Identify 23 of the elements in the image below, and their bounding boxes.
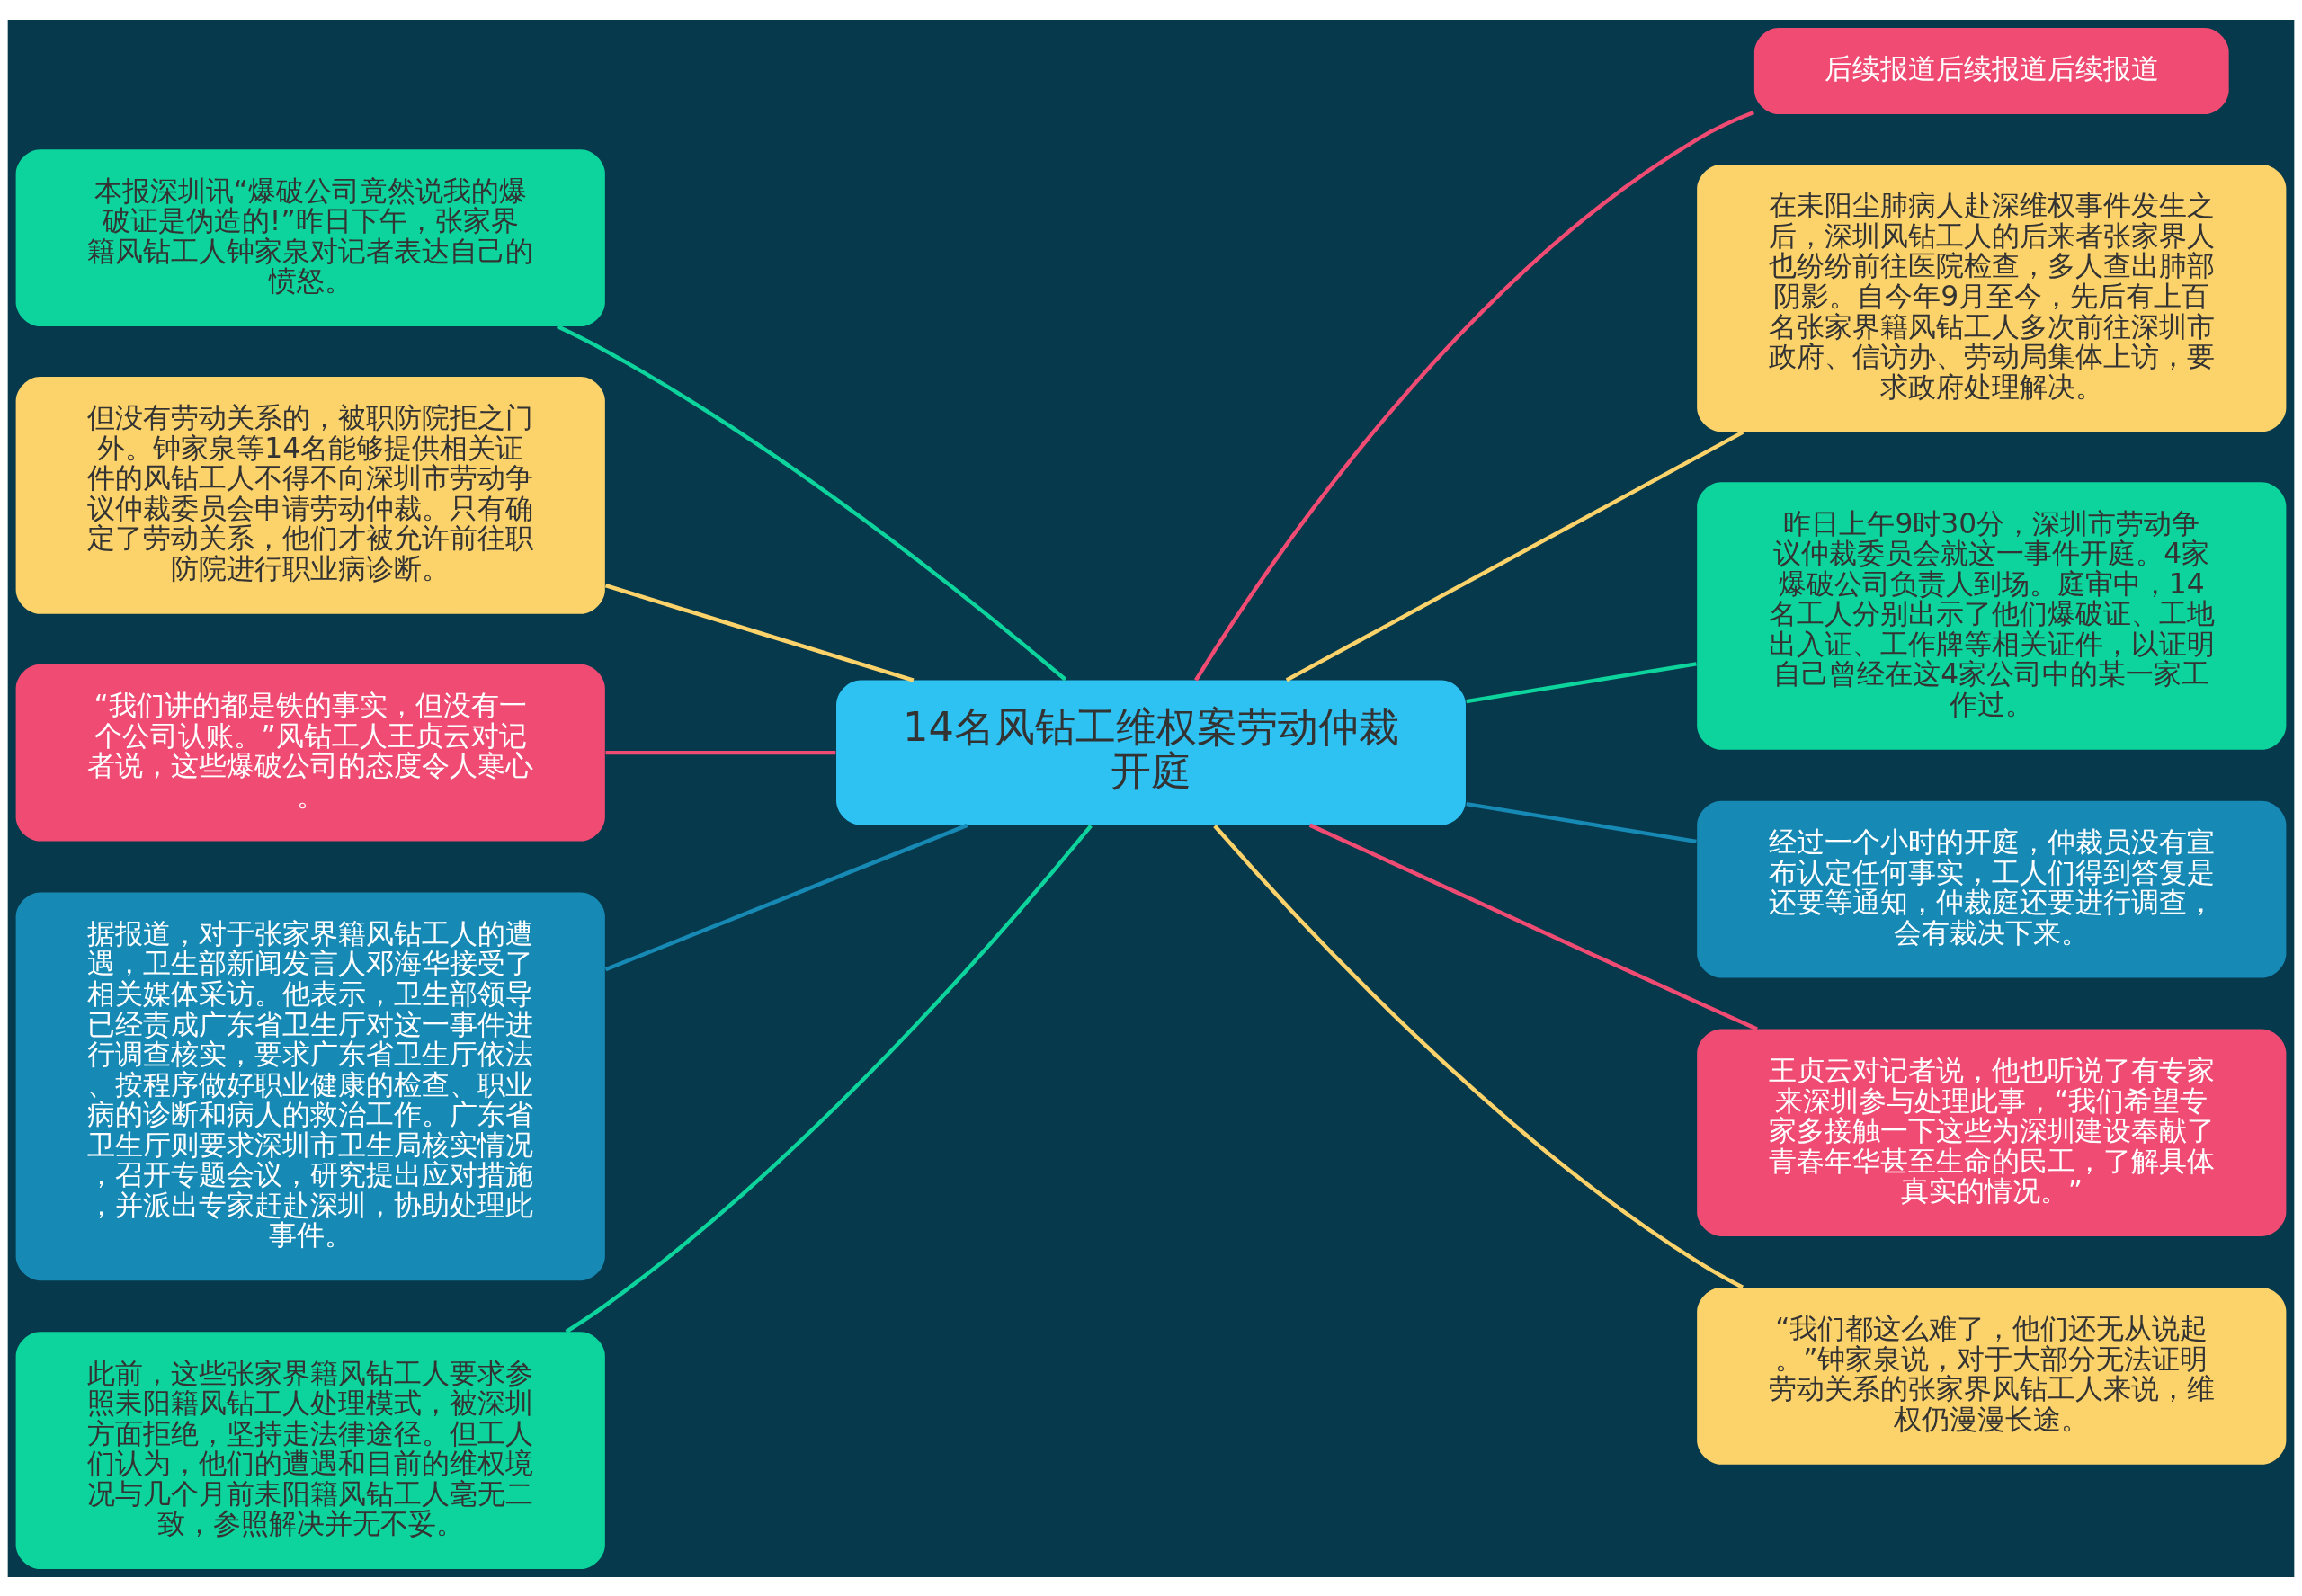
node-box: “我们都这么难了，他们还无从说起。”钟家泉说，对于大部分无法证明劳动关系的张家界风钻工人来说，维权仍漫漫长途。	[1697, 1287, 2287, 1465]
connector	[1213, 824, 1744, 1289]
node-box: 在耒阳尘肺病人赴深维权事件发生之后，深圳风钻工人的后来者张家界人也纷纷前往医院检查，多人查出肺部阴影。自今年9月至今，先后有上百名张家界籍风钻工人多次前往深圳市政府、信访办、劳动局集体上访，要求政府处理解决。	[1697, 164, 2287, 432]
connector	[556, 324, 1067, 681]
node-box: 14名风钻工维权案劳动仲裁开庭	[836, 680, 1466, 825]
node-box: “我们讲的都是铁的事实，但没有一个公司认账。”风钻工人王贞云对记者说，这些爆破公司的态度令人寒心。	[15, 664, 605, 841]
node-box: 昨日上午9时30分，深圳市劳动争议仲裁委员会就这一事件开庭。4家爆破公司负责人到场。庭审中，14名工人分别出示了他们爆破证、工地出入证、工作牌等相关证件，以证明自己曾经在这4家公司中的某一家工作过。	[1697, 481, 2287, 750]
node-box: 后续报道后续报道后续报道	[1753, 27, 2229, 114]
connector	[1285, 430, 1744, 682]
connector	[1194, 110, 1755, 682]
node-box: 此前，这些张家界籍风钻工人要求参照耒阳籍风钻工人处理模式，被深圳方面拒绝，坚持走法律途径。但工人们认为，他们的遭遇和目前的维权境况与几个月前耒阳籍风钻工人毫无二致，参照解决并无不妥。	[15, 1331, 605, 1569]
connector	[605, 750, 836, 754]
node-box: 本报深圳讯“爆破公司竟然说我的爆破证是伪造的!”昨日下午，张家界籍风钻工人钟家泉对记者表达自己的愤怒。	[15, 148, 605, 326]
connector	[565, 824, 1093, 1333]
node-box: 经过一个小时的开庭，仲裁员没有宣布认定任何事实，工人们得到答复是还要等通知，仲裁庭还要进行调查，会有裁决下来。	[1697, 800, 2287, 978]
connector	[604, 823, 968, 971]
connector	[604, 583, 915, 682]
connector	[1308, 823, 1758, 1031]
node-box: 据报道，对于张家界籍风钻工人的遭遇，卫生部新闻发言人邓海华接受了相关媒体采访。他表示，卫生部领导已经责成广东省卫生厅对这一事件进行调查核实，要求广东省卫生厅依法、按程序做好职业健康的检查、职业病的诊断和病人的救治工作。广东省卫生厅则要求深圳市卫生局核实情况，召开专题会议，研究提出应对措施，并派出专家赶赴深圳，协助处理此事件。	[15, 892, 605, 1280]
connector	[1466, 661, 1697, 703]
connector	[1466, 801, 1697, 843]
node-box: 王贞云对记者说，他也听说了有专家来深圳参与处理此事，“我们希望专家多接触一下这些为深圳建设奉献了青春年华甚至生命的民工，了解具体真实的情况。”	[1697, 1029, 2287, 1236]
node-box: 但没有劳动关系的，被职防院拒之门外。钟家泉等14名能够提供相关证件的风钻工人不得不向深圳市劳动争议仲裁委员会申请劳动仲裁。只有确定了劳动关系，他们才被允许前往职防院进行职业病诊断。	[15, 376, 605, 614]
